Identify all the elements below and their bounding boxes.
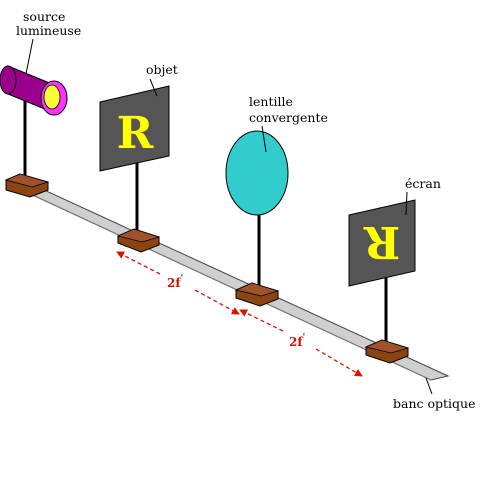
label-source: source lumineuse: [16, 9, 81, 75]
source-back: [0, 65, 17, 95]
label-source-line2: lumineuse: [16, 23, 81, 38]
screen-holder: R: [348, 199, 416, 364]
label-banc: banc optique: [393, 396, 475, 411]
label-banc-group: banc optique: [393, 377, 475, 411]
label-ecran: écran: [405, 176, 441, 191]
distance-lens-screen: 2f': [239, 309, 363, 377]
leader-source: [25, 38, 34, 75]
screen-image-letter: R: [363, 216, 400, 267]
arrow-lens-screen-left: [239, 309, 284, 332]
source-lamp-icon: [43, 84, 61, 110]
label-lentille-line2: convergente: [249, 110, 328, 125]
distance-object-lens: 2f': [116, 251, 240, 315]
object-letter: R: [117, 108, 154, 159]
rail-edge: [25, 191, 432, 381]
light-source: [0, 65, 68, 198]
lens-icon: [225, 130, 289, 216]
screen-panel: [348, 199, 416, 287]
distance-label-1: 2f': [167, 274, 183, 290]
leader-objet: [149, 78, 158, 97]
leader-ecran: [405, 191, 408, 216]
object-panel: [99, 85, 170, 172]
leader-lentille: [261, 125, 267, 153]
label-lentille-line1: lentille: [249, 94, 293, 109]
converging-lens: [225, 130, 289, 307]
label-objet: objet: [146, 62, 178, 77]
arrow-object-lens-left: [116, 251, 161, 275]
arrow-object-lens-right: [194, 289, 240, 315]
arrow-lens-screen-right: [315, 348, 363, 377]
label-objet-group: objet: [146, 62, 178, 97]
label-ecran-group: écran: [405, 176, 441, 216]
label-source-line1: source: [23, 9, 65, 24]
label-lentille-group: lentille convergente: [249, 94, 328, 153]
distance-label-2: 2f': [289, 333, 305, 349]
leader-banc: [425, 377, 433, 395]
object-holder: R: [99, 85, 170, 253]
